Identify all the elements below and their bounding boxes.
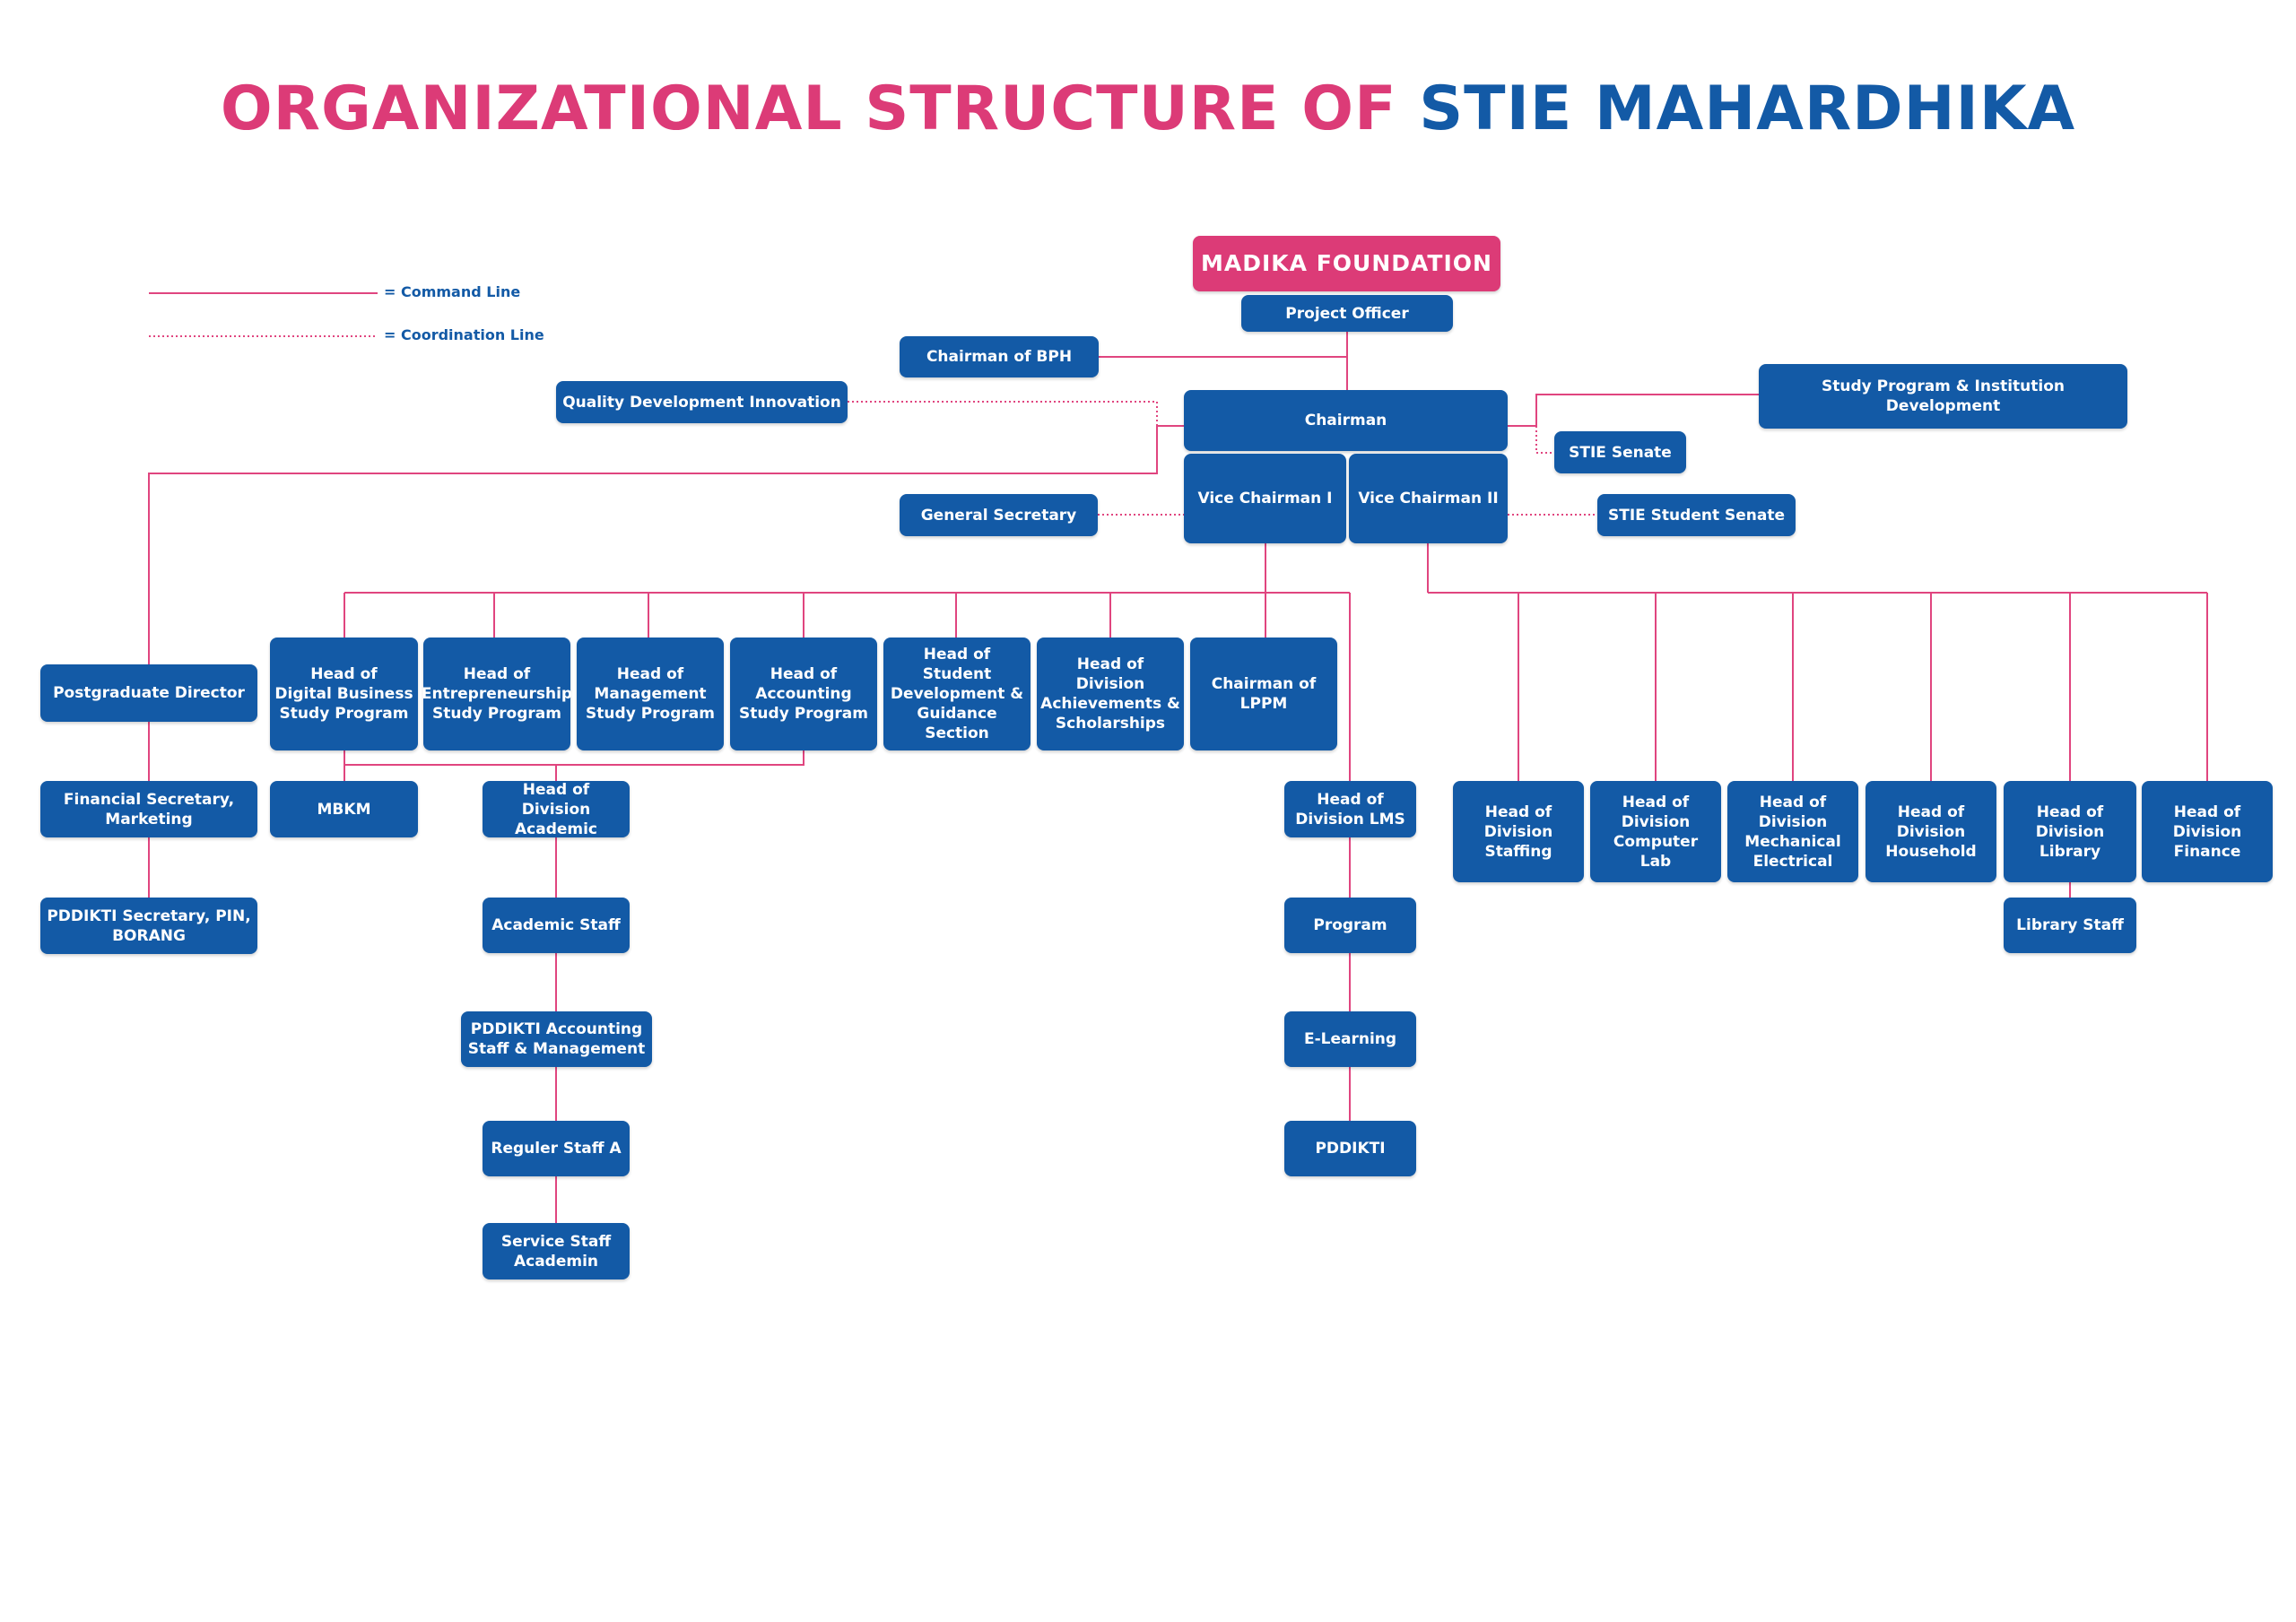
study-program-development-node: Study Program & Institution Development	[1759, 364, 2127, 429]
head-student-development-node: Head of Student Development & Guidance S…	[883, 638, 1031, 750]
head-achievements-node: Head of Division Achievements & Scholars…	[1037, 638, 1184, 750]
head-division-finance-node: Head of Division Finance	[2142, 781, 2273, 882]
title-part-2: STIE MAHARDHIKA	[1419, 74, 2076, 144]
chairman-bph-node: Chairman of BPH	[900, 336, 1099, 377]
legend-command-label: = Command Line	[384, 283, 521, 300]
mbkm-node: MBKM	[270, 781, 418, 837]
financial-secretary-node: Financial Secretary, Marketing	[40, 781, 257, 837]
stie-senate-node: STIE Senate	[1554, 431, 1686, 473]
stie-student-senate-node: STIE Student Senate	[1597, 494, 1796, 536]
head-digital-business-node: Head of Digital Business Study Program	[270, 638, 418, 750]
head-division-library-node: Head of Division Library	[2004, 781, 2136, 882]
reguler-staff-node: Reguler Staff A	[483, 1121, 630, 1176]
library-staff-node: Library Staff	[2004, 898, 2136, 953]
head-division-lms-node: Head of Division LMS	[1284, 781, 1416, 837]
head-division-academic-node: Head of Division Academic	[483, 781, 630, 838]
project-officer-node: Project Officer	[1241, 295, 1453, 332]
pddikti-secretary-node: PDDIKTI Secretary, PIN, BORANG	[40, 898, 257, 954]
quality-development-node: Quality Development Innovation	[556, 381, 848, 423]
head-division-mechanical-electrical-node: Head of Division Mechanical Electrical	[1727, 781, 1858, 882]
head-division-staffing-node: Head of Division Staffing	[1453, 781, 1584, 882]
head-management-node: Head of Management Study Program	[577, 638, 724, 750]
academic-staff-node: Academic Staff	[483, 898, 630, 953]
page-title: ORGANIZATIONAL STRUCTURE OF STIE MAHARDH…	[0, 74, 2296, 144]
head-division-household-node: Head of Division Household	[1866, 781, 1996, 882]
vice-chairman-2-node: Vice Chairman II	[1349, 454, 1508, 543]
e-learning-node: E-Learning	[1284, 1011, 1416, 1067]
pddikti-accounting-staff-node: PDDIKTI Accounting Staff & Management	[461, 1011, 652, 1067]
madika-foundation-node: MADIKA FOUNDATION	[1193, 236, 1500, 291]
head-entrepreneurship-node: Head of Entrepreneurship Study Program	[422, 638, 572, 750]
chairman-lppm-node: Chairman of LPPM	[1190, 638, 1337, 750]
head-division-computer-lab-node: Head of Division Computer Lab	[1590, 781, 1721, 882]
postgraduate-director-node: Postgraduate Director	[40, 664, 257, 722]
service-staff-node: Service Staff Academin	[483, 1223, 630, 1279]
pddikti-node: PDDIKTI	[1284, 1121, 1416, 1176]
vice-chairman-1-node: Vice Chairman I	[1184, 454, 1346, 543]
legend-coordination-label: = Coordination Line	[384, 326, 544, 343]
chairman-node: Chairman	[1184, 390, 1508, 451]
general-secretary-node: General Secretary	[900, 494, 1098, 536]
head-accounting-node: Head of Accounting Study Program	[730, 638, 877, 750]
title-part-1: ORGANIZATIONAL STRUCTURE OF	[220, 74, 1420, 144]
program-node: Program	[1284, 898, 1416, 953]
